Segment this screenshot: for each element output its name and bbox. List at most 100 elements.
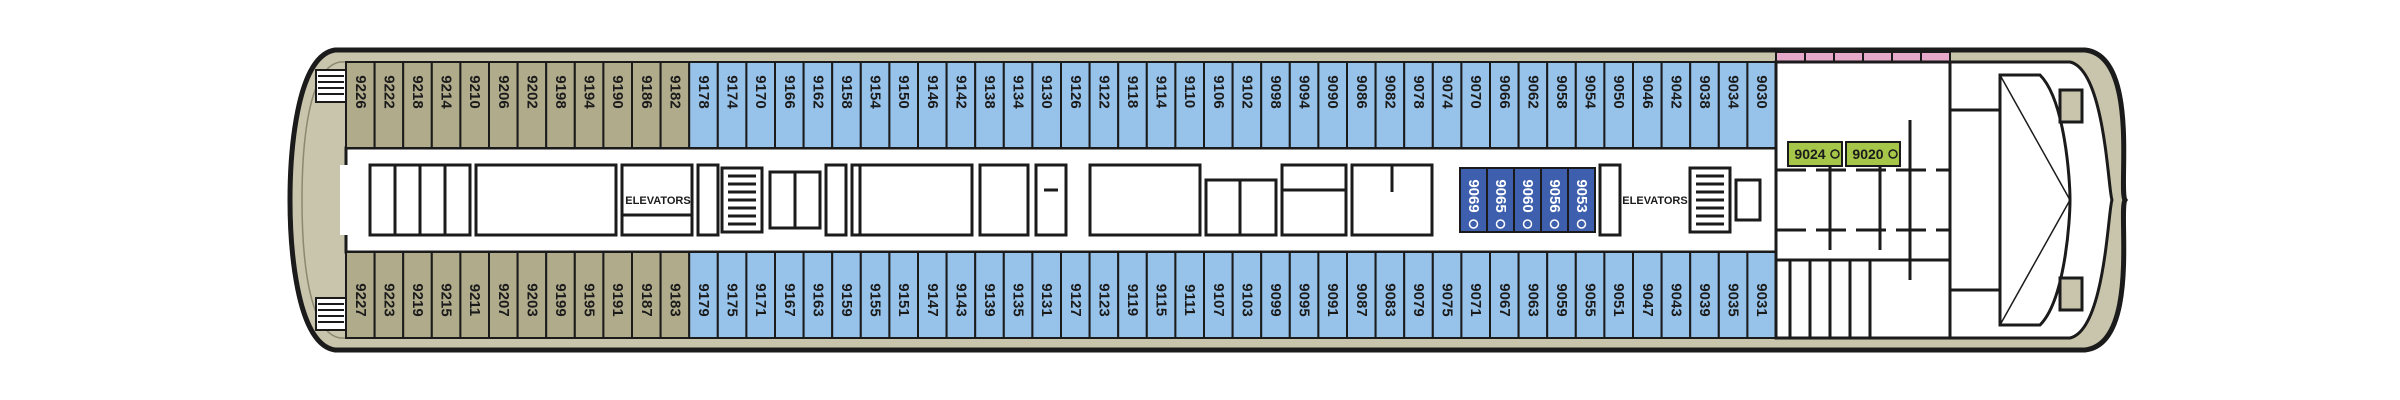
cabin-9078[interactable]: 9078: [1403, 61, 1434, 149]
cabin-9059[interactable]: 9059: [1546, 251, 1577, 339]
cabin-9091[interactable]: 9091: [1317, 251, 1349, 339]
cabin-9118[interactable]: 9118: [1117, 61, 1148, 149]
cabin-9074[interactable]: 9074: [1431, 61, 1463, 149]
suite-9020[interactable]: 9020: [1845, 141, 1901, 167]
cabin-9138[interactable]: 9138: [974, 61, 1005, 149]
cabin-9094[interactable]: 9094: [1288, 61, 1320, 149]
cabin-9203[interactable]: 9203: [516, 251, 548, 339]
cabin-9083[interactable]: 9083: [1374, 251, 1406, 339]
cabin-9163[interactable]: 9163: [802, 251, 834, 339]
cabin-9146[interactable]: 9146: [917, 61, 948, 149]
cabin-9131[interactable]: 9131: [1031, 251, 1063, 339]
cabin-9110[interactable]: 9110: [1174, 61, 1206, 149]
cabin-9039[interactable]: 9039: [1689, 251, 1720, 339]
cabin-9130[interactable]: 9130: [1031, 61, 1063, 149]
cabin-9170[interactable]: 9170: [745, 61, 777, 149]
cabin-9219[interactable]: 9219: [402, 251, 433, 339]
cabin-9107[interactable]: 9107: [1203, 251, 1234, 339]
cabin-9159[interactable]: 9159: [831, 251, 862, 339]
cabin-9098[interactable]: 9098: [1260, 61, 1291, 149]
cabin-9223[interactable]: 9223: [373, 251, 405, 339]
cabin-9063[interactable]: 9063: [1517, 251, 1549, 339]
cabin-9178[interactable]: 9178: [688, 61, 719, 149]
cabin-9030[interactable]: 9030: [1746, 61, 1778, 149]
cabin-9034[interactable]: 9034: [1717, 61, 1749, 149]
cabin-9067[interactable]: 9067: [1489, 251, 1520, 339]
cabin-9075[interactable]: 9075: [1431, 251, 1463, 339]
cabin-9162[interactable]: 9162: [802, 61, 834, 149]
cabin-9126[interactable]: 9126: [1060, 61, 1091, 149]
suite-9060[interactable]: 9060: [1513, 167, 1542, 233]
cabin-9050[interactable]: 9050: [1603, 61, 1635, 149]
cabin-9047[interactable]: 9047: [1632, 251, 1663, 339]
cabin-9134[interactable]: 9134: [1002, 61, 1034, 149]
cabin-9207[interactable]: 9207: [488, 251, 519, 339]
cabin-9150[interactable]: 9150: [888, 61, 920, 149]
cabin-9182[interactable]: 9182: [659, 61, 691, 149]
cabin-9103[interactable]: 9103: [1231, 251, 1263, 339]
cabin-9079[interactable]: 9079: [1403, 251, 1434, 339]
cabin-9215[interactable]: 9215: [430, 251, 462, 339]
cabin-9142[interactable]: 9142: [945, 61, 977, 149]
cabin-9123[interactable]: 9123: [1088, 251, 1120, 339]
cabin-9127[interactable]: 9127: [1060, 251, 1091, 339]
cabin-9046[interactable]: 9046: [1632, 61, 1663, 149]
cabin-9183[interactable]: 9183: [659, 251, 691, 339]
cabin-9222[interactable]: 9222: [373, 61, 405, 149]
cabin-9055[interactable]: 9055: [1574, 251, 1606, 339]
cabin-9210[interactable]: 9210: [459, 61, 490, 149]
cabin-9111[interactable]: 9111: [1174, 251, 1206, 339]
cabin-9135[interactable]: 9135: [1002, 251, 1034, 339]
cabin-9175[interactable]: 9175: [716, 251, 748, 339]
cabin-9106[interactable]: 9106: [1203, 61, 1234, 149]
suite-9056[interactable]: 9056: [1540, 167, 1569, 233]
cabin-9087[interactable]: 9087: [1346, 251, 1377, 339]
suite-9069[interactable]: 9069: [1459, 167, 1488, 233]
cabin-9194[interactable]: 9194: [573, 61, 605, 149]
cabin-9191[interactable]: 9191: [602, 251, 634, 339]
cabin-9090[interactable]: 9090: [1317, 61, 1349, 149]
cabin-9139[interactable]: 9139: [974, 251, 1005, 339]
cabin-9199[interactable]: 9199: [545, 251, 576, 339]
cabin-9187[interactable]: 9187: [631, 251, 662, 339]
cabin-9115[interactable]: 9115: [1145, 251, 1177, 339]
cabin-9051[interactable]: 9051: [1603, 251, 1635, 339]
cabin-9062[interactable]: 9062: [1517, 61, 1549, 149]
cabin-9226[interactable]: 9226: [345, 61, 376, 149]
cabin-9174[interactable]: 9174: [716, 61, 748, 149]
cabin-9038[interactable]: 9038: [1689, 61, 1720, 149]
suite-9024[interactable]: 9024: [1787, 141, 1843, 167]
cabin-9070[interactable]: 9070: [1460, 61, 1492, 149]
suite-9065[interactable]: 9065: [1486, 167, 1515, 233]
cabin-9214[interactable]: 9214: [430, 61, 462, 149]
cabin-9054[interactable]: 9054: [1574, 61, 1606, 149]
suite-9053[interactable]: 9053: [1567, 167, 1596, 233]
cabin-9151[interactable]: 9151: [888, 251, 920, 339]
cabin-9206[interactable]: 9206: [488, 61, 519, 149]
cabin-9167[interactable]: 9167: [774, 251, 805, 339]
cabin-9099[interactable]: 9099: [1260, 251, 1291, 339]
cabin-9114[interactable]: 9114: [1145, 61, 1177, 149]
cabin-9122[interactable]: 9122: [1088, 61, 1120, 149]
cabin-9147[interactable]: 9147: [917, 251, 948, 339]
cabin-9171[interactable]: 9171: [745, 251, 777, 339]
cabin-9195[interactable]: 9195: [573, 251, 605, 339]
cabin-9086[interactable]: 9086: [1346, 61, 1377, 149]
cabin-9154[interactable]: 9154: [859, 61, 891, 149]
cabin-9186[interactable]: 9186: [631, 61, 662, 149]
cabin-9035[interactable]: 9035: [1717, 251, 1749, 339]
cabin-9179[interactable]: 9179: [688, 251, 719, 339]
cabin-9166[interactable]: 9166: [774, 61, 805, 149]
cabin-9227[interactable]: 9227: [345, 251, 376, 339]
cabin-9095[interactable]: 9095: [1288, 251, 1320, 339]
cabin-9031[interactable]: 9031: [1746, 251, 1778, 339]
cabin-9058[interactable]: 9058: [1546, 61, 1577, 149]
cabin-9082[interactable]: 9082: [1374, 61, 1406, 149]
cabin-9066[interactable]: 9066: [1489, 61, 1520, 149]
cabin-9202[interactable]: 9202: [516, 61, 548, 149]
cabin-9071[interactable]: 9071: [1460, 251, 1492, 339]
cabin-9143[interactable]: 9143: [945, 251, 977, 339]
cabin-9043[interactable]: 9043: [1660, 251, 1692, 339]
cabin-9155[interactable]: 9155: [859, 251, 891, 339]
cabin-9218[interactable]: 9218: [402, 61, 433, 149]
